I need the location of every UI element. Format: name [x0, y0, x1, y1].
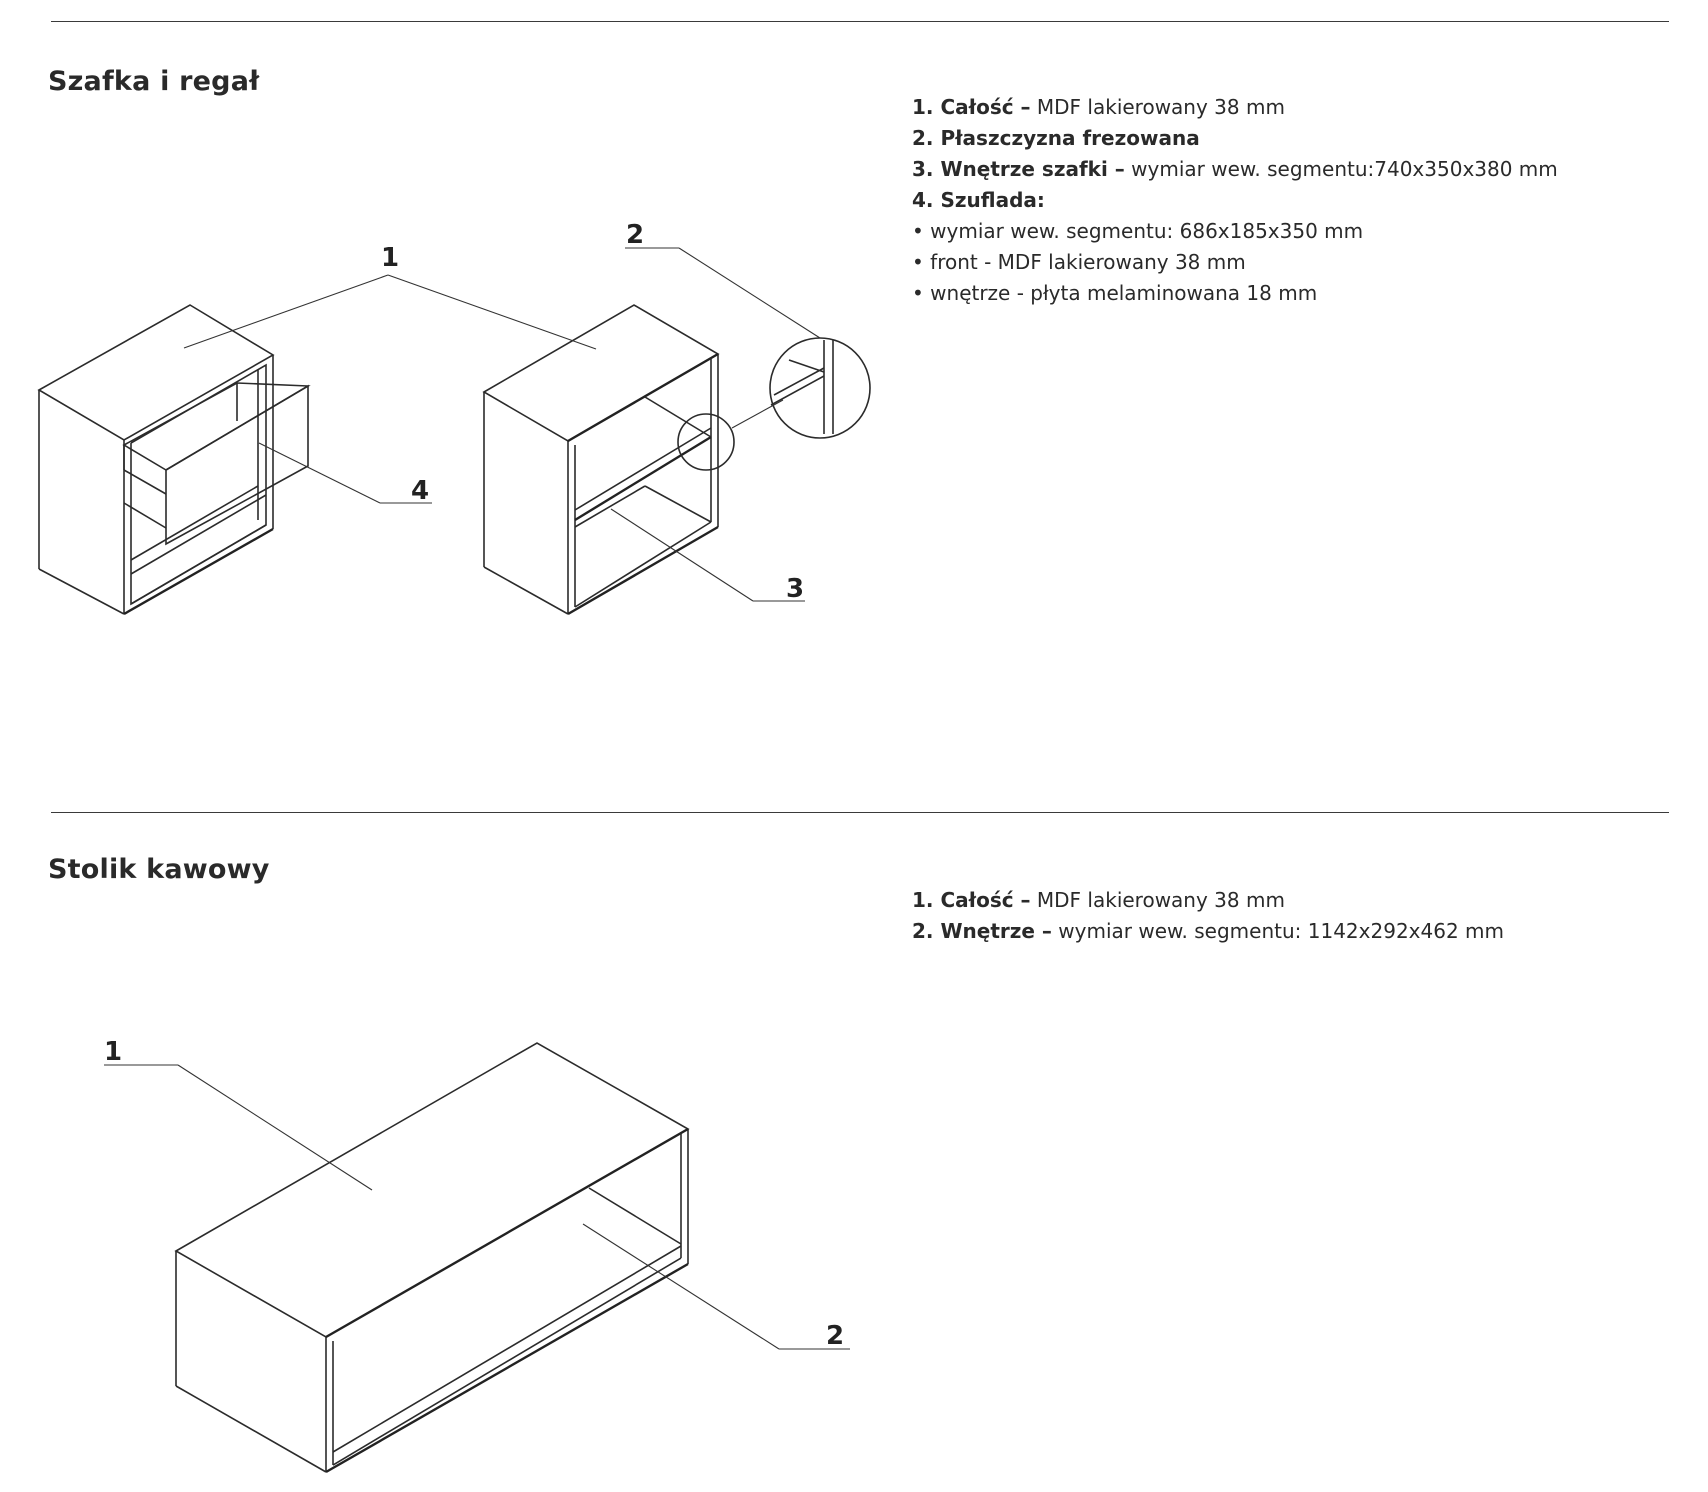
- cabinet-with-drawer-drawing: [37, 304, 311, 616]
- spec-list-szafka: 1. Całość – MDF lakierowany 38 mm 2. Pła…: [912, 92, 1558, 309]
- callout-number: 1: [104, 1037, 122, 1067]
- section-title-szafka: Szafka i regał: [48, 66, 260, 97]
- callouts-stolik: 1 2: [104, 1037, 850, 1351]
- section-divider: [51, 812, 1669, 813]
- callout-number: 3: [786, 574, 804, 604]
- spec-item: • front - MDF lakierowany 38 mm: [912, 250, 1246, 274]
- top-divider: [51, 21, 1669, 22]
- spec-item: • wnętrze - płyta melaminowana 18 mm: [912, 281, 1318, 305]
- spec-item: • wymiar wew. segmentu: 686x185x350 mm: [912, 219, 1364, 243]
- callout-number: 2: [626, 220, 644, 250]
- spec-item: 1. Całość – MDF lakierowany 38 mm: [912, 95, 1285, 119]
- spec-item: 1. Całość – MDF lakierowany 38 mm: [912, 888, 1285, 912]
- open-shelf-drawing: [482, 304, 871, 616]
- callout-number: 1: [381, 243, 399, 273]
- section-title-stolik: Stolik kawowy: [48, 854, 270, 885]
- spec-list-stolik: 1. Całość – MDF lakierowany 38 mm 2. Wnę…: [912, 885, 1504, 947]
- callout-number: 2: [826, 1321, 844, 1351]
- callout-number: 4: [411, 476, 429, 506]
- callouts-szafka: 1 2 3 4: [183, 220, 821, 604]
- spec-item: 3. Wnętrze szafki – wymiar wew. segmentu…: [912, 157, 1558, 181]
- spec-item: 4. Szuflada:: [912, 188, 1045, 212]
- spec-item: 2. Wnętrze – wymiar wew. segmentu: 1142x…: [912, 919, 1504, 943]
- coffee-table-drawing: [174, 1042, 690, 1474]
- spec-item: 2. Płaszczyzna frezowana: [912, 126, 1200, 150]
